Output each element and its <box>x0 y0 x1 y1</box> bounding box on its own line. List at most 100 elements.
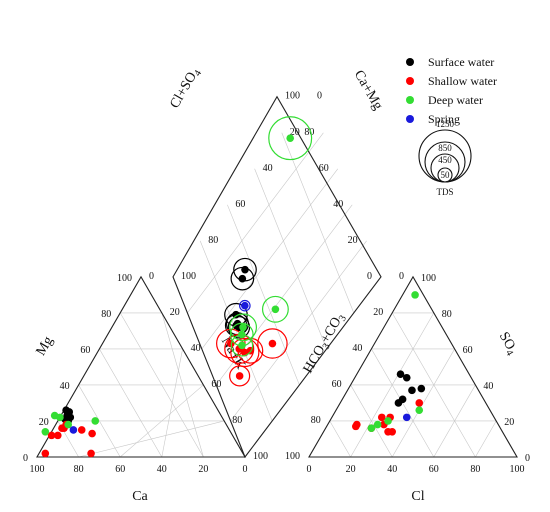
diamond-point-1 <box>238 274 247 283</box>
cation-tick-mg-3: 60 <box>80 345 90 356</box>
cation-tick-ca-0: 100 <box>30 464 45 475</box>
cation-tick-ca-2: 60 <box>115 464 125 475</box>
cation-tick-nak-1: 80 <box>232 415 242 426</box>
anion-point-20 <box>402 413 411 422</box>
legend-label-2: Deep water <box>428 93 483 107</box>
diamond-tds-ring-5 <box>227 316 251 339</box>
diamond-tick-b-5: 0 <box>317 91 322 102</box>
anion-grid-hco3-80 <box>391 312 476 458</box>
anion-tick-cl-2: 40 <box>387 464 397 475</box>
diamond-tick-a-5: 100 <box>285 91 300 102</box>
anion-point-14 <box>415 399 424 407</box>
legend-marker-3 <box>406 115 414 123</box>
anion-tick-hco3-5: 0 <box>399 271 404 282</box>
diamond-point-17 <box>241 301 249 310</box>
cation-tick-mg-2: 40 <box>60 381 70 392</box>
cation-tick-nak-5: 0 <box>149 271 154 282</box>
anion-point-3 <box>417 384 426 393</box>
diamond-tick-b-2: 60 <box>235 199 245 210</box>
cation-point-13 <box>88 429 96 438</box>
anion-tick-cl-0: 0 <box>307 464 312 475</box>
anion-tick-cl-5: 100 <box>510 464 525 475</box>
diamond-point-6 <box>235 372 244 380</box>
diamond-tds-ring-14 <box>230 334 254 357</box>
anion-point-16 <box>367 424 376 432</box>
anion-point-4 <box>402 373 411 382</box>
diamond-tick-b-0: 100 <box>181 271 196 282</box>
frame-layer <box>36 95 518 459</box>
diamond-point-11 <box>268 339 277 348</box>
anion-point-19 <box>415 406 424 414</box>
diamond-point-10 <box>246 346 255 355</box>
legend-marker-0 <box>406 58 414 66</box>
diamond-left-label: Cl+SO4 <box>167 65 204 112</box>
cation-grid-nak-80 <box>78 420 225 458</box>
cation-point-6 <box>41 449 50 458</box>
data-points <box>41 116 426 458</box>
diamond-point-16 <box>286 134 295 142</box>
cation-tick-nak-3: 40 <box>191 343 201 354</box>
cation-tick-mg-5: 100 <box>117 273 132 284</box>
cation-grid-ca-40 <box>99 348 163 458</box>
cation-tick-ca-5: 0 <box>243 464 248 475</box>
anion-tick-hco3-4: 20 <box>373 307 383 318</box>
legend-marker-1 <box>406 77 414 85</box>
tds-value-top: 1250 <box>436 119 455 129</box>
cation-point-20 <box>69 426 78 434</box>
diamond-tick-a-2: 40 <box>333 199 343 210</box>
tds-value-3: 50 <box>441 170 451 180</box>
cation-point-14 <box>87 449 95 458</box>
diamond-tds-ring-12 <box>229 313 257 342</box>
diamond-tds-ring-15 <box>261 295 289 323</box>
diamond-point-12 <box>239 323 247 332</box>
cation-point-17 <box>56 413 64 422</box>
anion-grid-cl-40 <box>391 348 455 458</box>
anion-tick-so4-0: 0 <box>525 453 530 464</box>
diamond-grid-a-80 <box>187 132 324 314</box>
tds-circle-3 <box>437 167 453 183</box>
anion-tick-cl-4: 80 <box>470 464 480 475</box>
cation-grid-ca-60 <box>78 384 121 458</box>
cation-point-19 <box>91 417 100 425</box>
anion-point-2 <box>408 386 416 395</box>
cation-grid-nak-60 <box>120 384 204 458</box>
anion-grid-cl-80 <box>475 420 497 458</box>
legend-label-1: Shallow water <box>428 74 497 88</box>
anion-tick-hco3-2: 60 <box>332 379 342 390</box>
diamond-tick-b-3: 40 <box>263 163 273 174</box>
cation-point-12 <box>77 426 86 434</box>
anion-point-17 <box>373 420 382 429</box>
anion-point-15 <box>411 291 419 299</box>
diamond-tds-ring-1 <box>230 266 255 291</box>
anion-tick-cl-1: 20 <box>346 464 356 475</box>
diamond-tick-b-4: 20 <box>290 127 300 138</box>
diamond-point-15 <box>271 305 280 314</box>
anion-tick-so4-4: 80 <box>442 309 452 320</box>
cation-left-label: Mg <box>34 334 57 358</box>
cation-point-7 <box>47 431 56 440</box>
grid-layer <box>57 132 497 458</box>
legend-label-0: Surface water <box>428 55 494 69</box>
anion-tick-hco3-3: 40 <box>352 343 362 354</box>
cation-x-label: Ca <box>132 489 148 504</box>
diamond-tds-ring-17 <box>239 299 251 312</box>
cation-point-15 <box>41 427 50 436</box>
anion-grid-hco3-20 <box>329 420 351 458</box>
anion-tick-so4-2: 40 <box>483 381 493 392</box>
cation-tick-nak-4: 20 <box>170 307 180 318</box>
diamond-tds-ring-9 <box>230 337 260 368</box>
diamond-grid-a-20 <box>230 240 367 422</box>
cation-point-18 <box>64 420 72 429</box>
cation-triangle-frame <box>36 275 246 458</box>
anion-point-5 <box>396 370 405 378</box>
anion-left-label: HCO3+CO3 <box>301 311 349 377</box>
diamond-tds-ring-16 <box>268 116 313 161</box>
diamond-tick-b-1: 80 <box>208 235 218 246</box>
axis-labels: Ca Mg Na+K Cl HCO3+CO3 SO4 Cl+SO4 Ca+Mg <box>34 65 521 504</box>
tds-label: TDS <box>436 187 453 197</box>
diamond-grid-b-80 <box>281 132 355 314</box>
cation-tick-nak-0: 100 <box>253 451 268 462</box>
